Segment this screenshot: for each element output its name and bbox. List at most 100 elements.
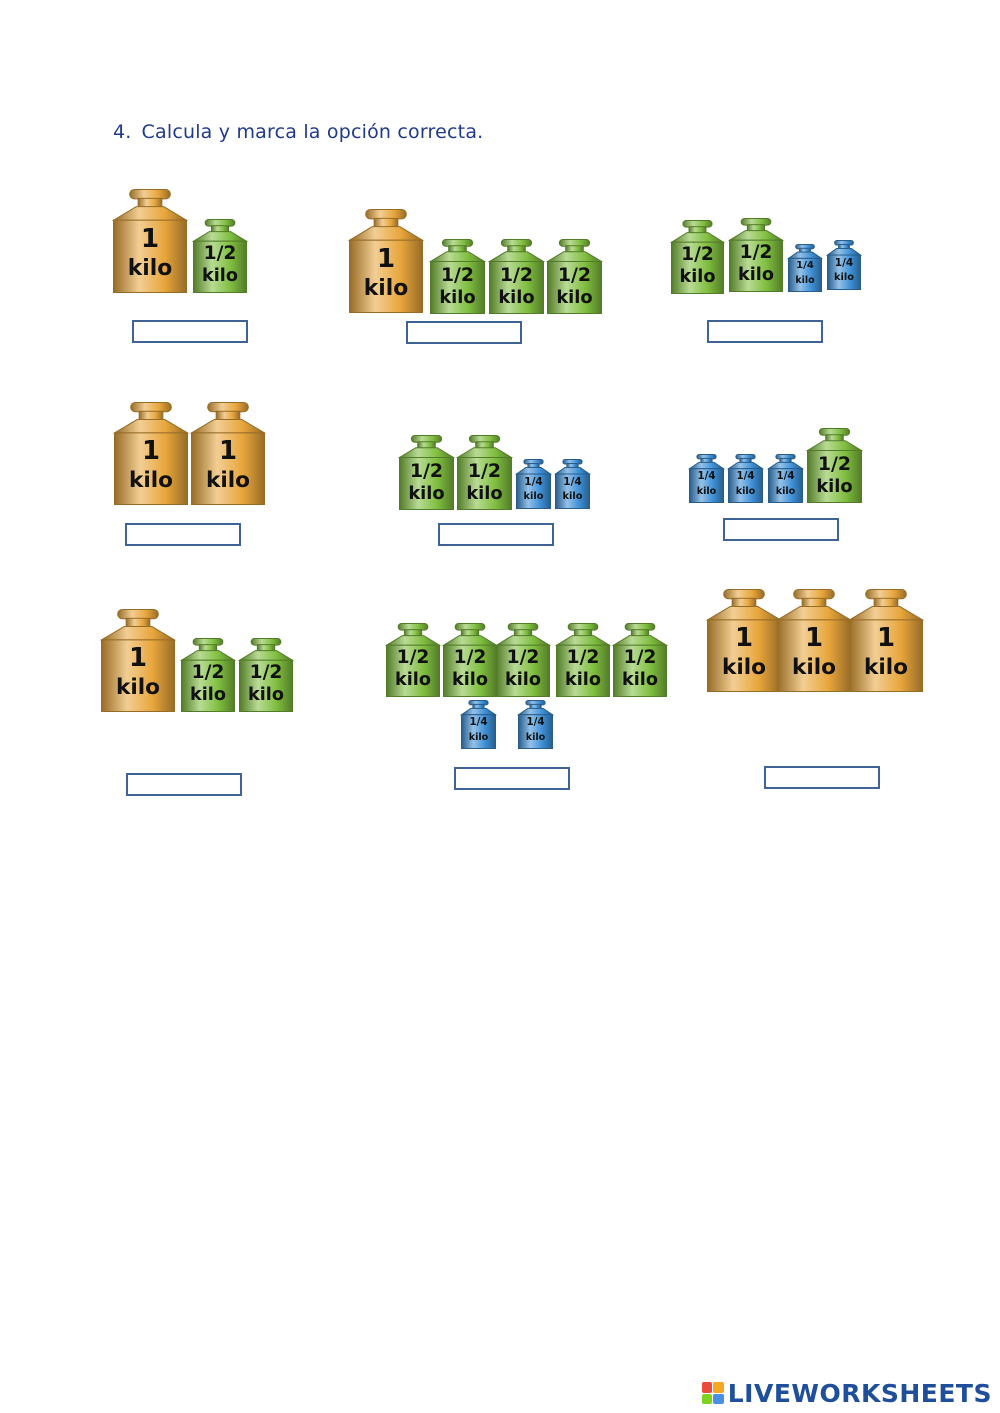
weight-value-label: 1/2 (440, 263, 475, 286)
weight-unit-label: kilo (721, 655, 767, 681)
weight-unit-label: kilo (202, 266, 238, 287)
weight-value-label: 1/4 (834, 256, 854, 269)
weight-value-label: 1/2 (396, 647, 430, 669)
weight-quarter-kilo: 1/4 kilo (825, 240, 863, 290)
footer-brand: LIVEWORKSHEETS (727, 1378, 992, 1408)
weight-quarter-kilo: 1/4 kilo (726, 454, 765, 503)
weight-value-label: 1/2 (506, 647, 540, 669)
weight-unit-label: kilo (363, 276, 409, 302)
weight-unit-label: kilo (468, 731, 489, 743)
instruction-text: Calcula y marca la opción correcta. (141, 121, 484, 143)
weight-unit-label: kilo (466, 482, 503, 504)
weight-value-label: 1 (734, 622, 754, 653)
weight-value-label: 1 (376, 244, 396, 275)
weight-value-label: 1/2 (681, 244, 714, 266)
weight-value-label: 1/2 (453, 647, 487, 669)
weight-unit-label: kilo (127, 256, 173, 282)
liveworksheets-logo-icon (701, 1382, 724, 1404)
logo-square-icon (701, 1393, 713, 1404)
weight-unit-label: kilo (128, 468, 174, 494)
logo-square-icon (701, 1382, 713, 1393)
weight-unit-label: kilo (863, 655, 909, 681)
instruction: 4. Calcula y marca la opción correcta. (113, 121, 483, 143)
weight-unit-label: kilo (205, 468, 251, 494)
weight-value-label: 1/2 (739, 242, 773, 264)
instruction-number: 4. (113, 121, 132, 143)
answer-input-8[interactable] (454, 767, 570, 790)
weight-unit-label: kilo (556, 286, 593, 308)
weight-unit-label: kilo (248, 685, 284, 706)
weight-value-label: 1/2 (557, 263, 592, 286)
weight-unit-label: kilo (735, 485, 756, 497)
weight-unit-label: kilo (622, 670, 658, 691)
weight-unit-label: kilo (679, 267, 716, 288)
weight-value-label: 1/4 (563, 475, 582, 488)
weight-value-label: 1 (218, 435, 238, 466)
weight-unit-label: kilo (834, 272, 854, 284)
weight-value-label: 1 (876, 622, 896, 653)
logo-square-icon (713, 1382, 724, 1393)
weight-value-label: 1 (141, 435, 161, 466)
answer-input-6[interactable] (723, 518, 839, 541)
weight-value-label: 1/2 (817, 452, 852, 475)
weight-value-label: 1/2 (249, 662, 283, 684)
weight-value-label: 1/2 (499, 263, 534, 286)
weight-unit-label: kilo (795, 274, 815, 286)
weight-value-label: 1/2 (409, 459, 444, 482)
weight-value-label: 1/2 (191, 662, 225, 684)
answer-input-1[interactable] (132, 320, 248, 343)
weight-unit-label: kilo (791, 655, 837, 681)
weight-unit-label: kilo (696, 485, 717, 497)
weight-quarter-kilo: 1/4 kilo (687, 454, 726, 503)
weight-value-label: 1/2 (203, 243, 237, 265)
weight-unit-label: kilo (408, 482, 445, 504)
answer-input-3[interactable] (707, 320, 823, 343)
weight-unit-label: kilo (452, 670, 488, 691)
weight-unit-label: kilo (115, 675, 161, 701)
weight-value-label: 1/2 (566, 647, 600, 669)
answer-input-5[interactable] (438, 523, 554, 546)
logo-square-icon (713, 1393, 724, 1404)
weight-unit-label: kilo (498, 286, 535, 308)
weight-value-label: 1/4 (796, 260, 814, 272)
weight-value-label: 1 (140, 224, 160, 255)
weight-value-label: 1/2 (623, 647, 657, 669)
weight-unit-label: kilo (505, 670, 541, 691)
answer-input-2[interactable] (406, 321, 522, 344)
weight-unit-label: kilo (439, 286, 476, 308)
answer-input-7[interactable] (126, 773, 242, 796)
answer-input-4[interactable] (125, 523, 241, 546)
weight-unit-label: kilo (738, 265, 774, 286)
weight-unit-label: kilo (565, 670, 601, 691)
weight-quarter-kilo: 1/4 kilo (786, 244, 824, 292)
weight-value-label: 1/4 (526, 716, 545, 729)
weight-value-label: 1/4 (469, 716, 488, 729)
weight-value-label: 1/4 (524, 475, 543, 488)
weight-unit-label: kilo (816, 475, 853, 497)
answer-input-9[interactable] (764, 766, 880, 789)
weight-value-label: 1/4 (736, 470, 755, 483)
weight-value-label: 1/4 (697, 470, 716, 483)
weight-value-label: 1 (128, 642, 148, 673)
